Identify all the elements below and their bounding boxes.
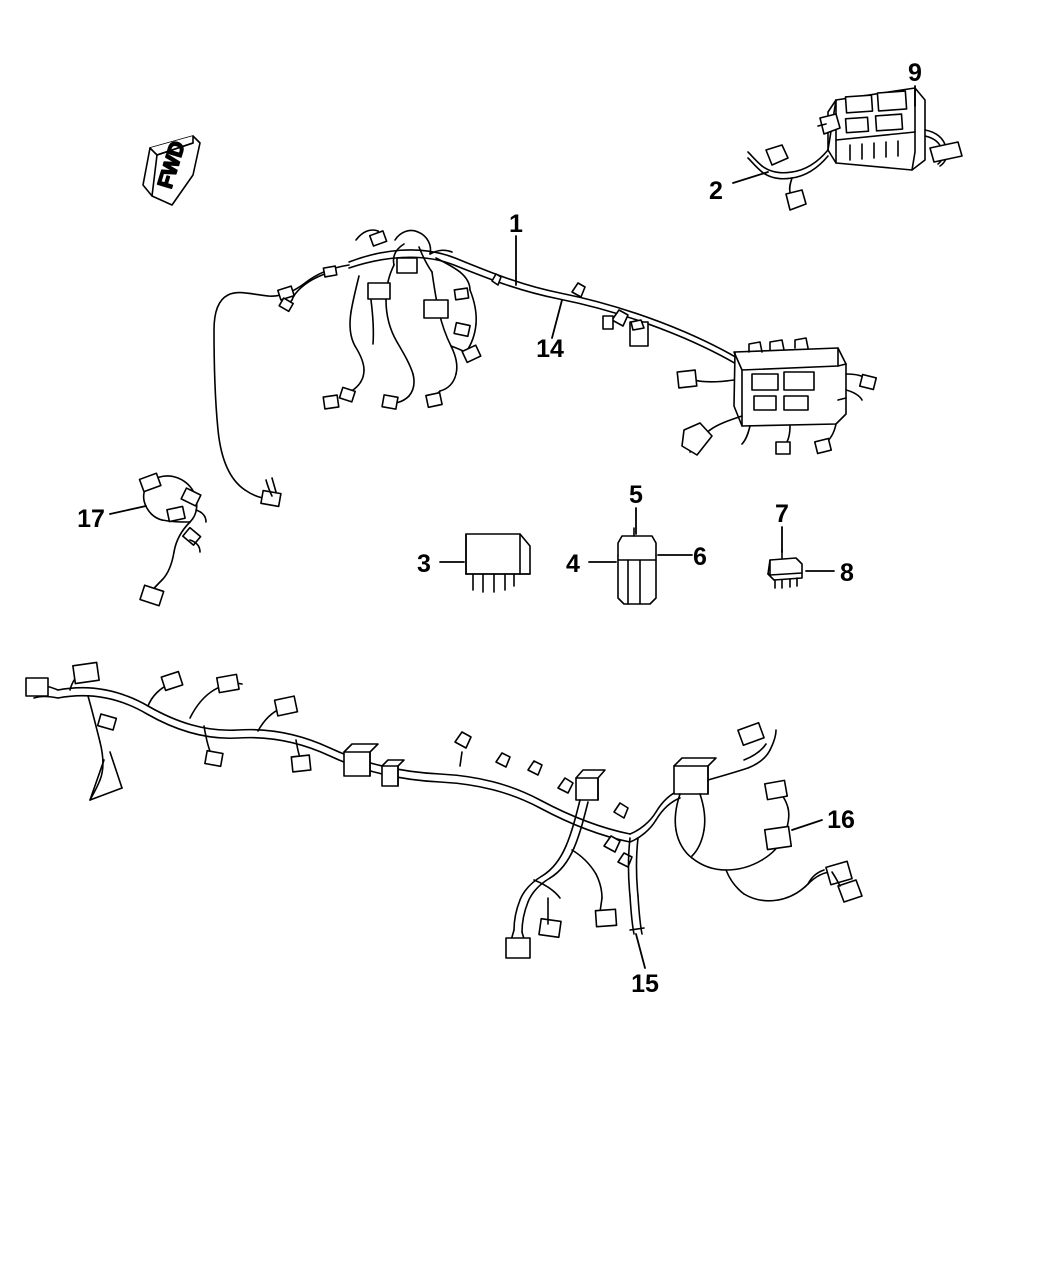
sensor-jumper-harness (138, 472, 207, 607)
upper-instrument-panel-harness (213, 229, 878, 508)
callout-6: 6 (693, 543, 707, 571)
leader-14 (551, 299, 563, 339)
callout-9: 9 (908, 59, 922, 87)
callout-16: 16 (827, 806, 855, 834)
callout-15: 15 (631, 970, 659, 998)
callout-4: 4 (566, 550, 580, 578)
fuse-holder-large (617, 527, 657, 605)
callout-2: 2 (709, 177, 723, 205)
front-end-harness (25, 661, 863, 959)
callout-1: 1 (509, 210, 523, 238)
callout-5: 5 (629, 481, 643, 509)
forward-direction-arrow: FWD (142, 135, 201, 206)
callout-14: 14 (536, 335, 564, 363)
leader-17 (109, 505, 147, 515)
callout-8: 8 (840, 559, 854, 587)
mini-fuse (767, 549, 803, 589)
callout-3: 3 (417, 550, 431, 578)
callout-7: 7 (775, 500, 789, 528)
callout-17: 17 (77, 505, 105, 533)
callout-labels: 1 2 3 4 5 6 7 8 9 14 15 16 17 (77, 59, 922, 998)
leader-16 (791, 819, 823, 831)
relay (465, 533, 531, 593)
leader-15 (635, 933, 646, 969)
leader-2 (732, 171, 769, 184)
power-distribution-center (747, 87, 963, 211)
